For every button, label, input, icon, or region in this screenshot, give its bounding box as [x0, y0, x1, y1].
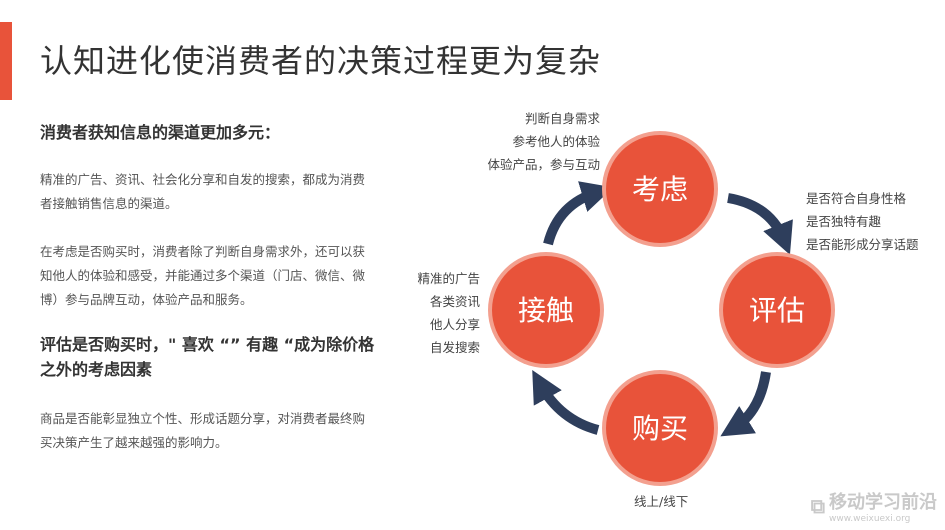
node-consider: 考虑: [602, 131, 718, 247]
node-touch: 接触: [488, 252, 604, 368]
heading-channels: 消费者获知信息的渠道更加多元：: [40, 123, 281, 142]
node-evaluate-label: 评估: [749, 294, 805, 327]
watermark-logo-icon: ⧉: [810, 494, 825, 518]
node-buy: 购买: [602, 370, 718, 486]
arrow-touch-to-consider: [543, 181, 614, 246]
arrow-consider-to-evaluate: [727, 193, 793, 255]
note-touch-item: 自发搜索: [429, 340, 480, 355]
note-evaluate-item: 是否符合自身性格: [806, 191, 907, 206]
node-evaluate: 评估: [719, 252, 835, 368]
note-consider-item: 判断自身需求: [524, 111, 600, 126]
arrow-evaluate-to-buy: [720, 371, 771, 437]
notes-touch: 精准的广告 各类资讯 他人分享 自发搜索: [417, 267, 480, 359]
paragraph-evaluate: 商品是否能彰显独立个性、形成话题分享，对消费者最终购买决策产生了越来越强的影响力…: [40, 411, 366, 450]
note-touch-item: 精准的广告: [417, 271, 480, 286]
watermark-name: 移动学习前沿: [829, 492, 937, 513]
paragraph-channels: 精准的广告、资讯、社会化分享和自发的搜索，都成为消费者接触销售信息的渠道。: [40, 172, 366, 211]
note-evaluate-item: 是否独特有趣: [806, 214, 882, 229]
note-consider-item: 体验产品，参与互动: [487, 157, 600, 172]
title-accent-bar: [0, 22, 12, 100]
notes-consider: 判断自身需求 参考他人的体验 体验产品，参与互动: [487, 107, 600, 176]
note-touch-item: 他人分享: [429, 317, 480, 332]
note-touch-item: 各类资讯: [429, 294, 480, 309]
note-evaluate-item: 是否能形成分享话题: [806, 237, 919, 252]
arrow-buy-to-touch: [532, 370, 600, 435]
note-consider-item: 参考他人的体验: [512, 134, 600, 149]
node-consider-label: 考虑: [632, 173, 688, 206]
page-title: 认知进化使消费者的决策过程更为复杂: [40, 42, 602, 80]
paragraph-consider: 在考虑是否购买时，消费者除了判断自身需求外，还可以获知他人的体验和感受，并能通过…: [40, 244, 366, 307]
heading-evaluate: 评估是否购买时，" 喜欢 “” 有趣 “成为除价格之外的考虑因素: [40, 335, 375, 379]
watermark: ⧉ 移动学习前沿 www.weixuexi.org: [811, 488, 937, 524]
notes-evaluate: 是否符合自身性格 是否独特有趣 是否能形成分享话题: [806, 187, 919, 256]
node-touch-label: 接触: [518, 294, 574, 327]
note-buy: 线上/线下: [634, 494, 689, 509]
node-buy-label: 购买: [632, 412, 688, 445]
watermark-url: www.weixuexi.org: [829, 514, 911, 524]
